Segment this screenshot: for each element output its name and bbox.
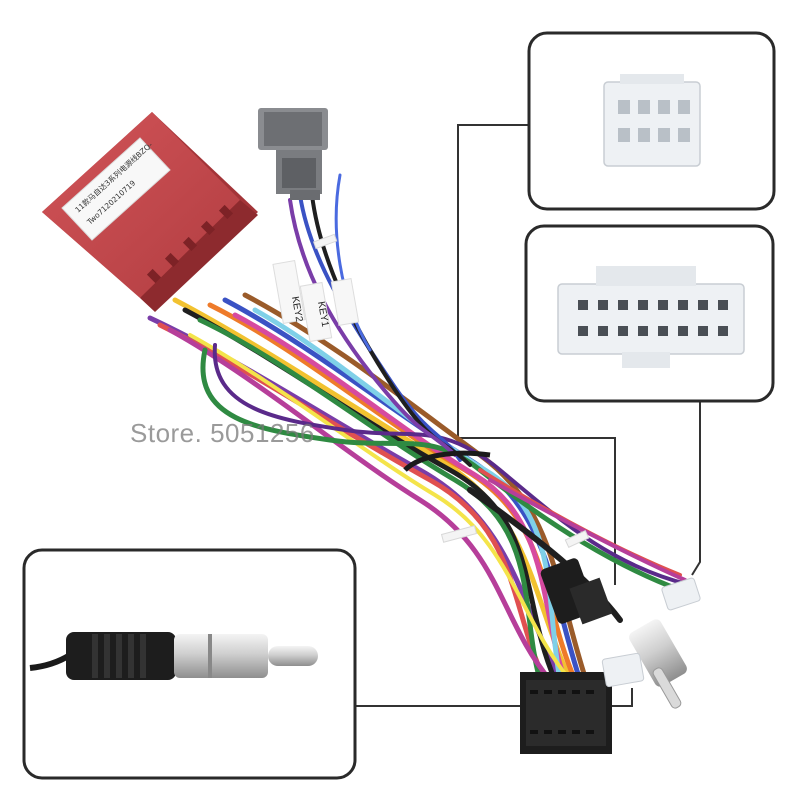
white-small-connectors <box>601 577 701 688</box>
panel-antenna-plug <box>22 548 357 780</box>
panel-16pin-connector <box>524 224 775 403</box>
zip-ties <box>312 233 590 548</box>
panel-8pin-connector <box>527 31 776 211</box>
key2-tag-label: KEY2 <box>289 296 304 324</box>
store-watermark: Store. 5051256 <box>130 418 315 448</box>
red-power-housing: 11款马自达3系列电源线BZQ- Two7120210719 <box>42 112 258 312</box>
key-tags: KEY2 KEY1 <box>272 259 360 343</box>
main-black-connector <box>520 672 612 754</box>
grey-key-connector <box>258 108 328 200</box>
key1-tag-label: KEY1 <box>315 301 330 329</box>
black-rca-plug <box>540 558 613 625</box>
antenna-plug-small <box>629 619 687 709</box>
wire-bundle <box>147 173 692 683</box>
